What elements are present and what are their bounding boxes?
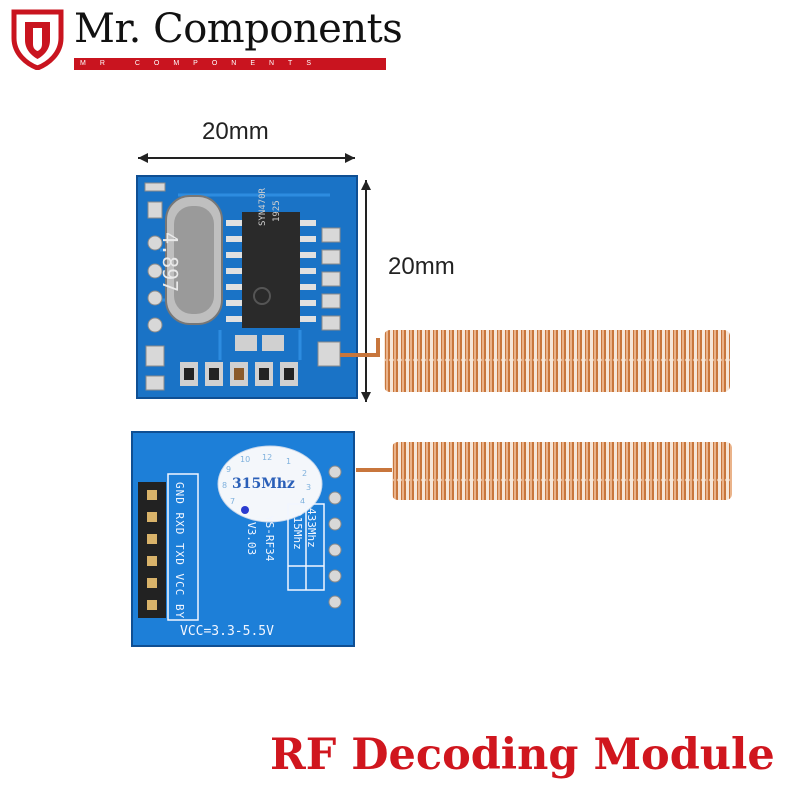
brand-title: Mr. Components [74,6,403,52]
freq-433-label: 433Mhz [305,508,318,548]
version-label: V3.03 [245,522,258,556]
svg-text:8: 8 [222,481,227,490]
brand-logo-icon [11,9,64,70]
pin-labels: GND RXD TXD VCC BY [173,482,186,620]
width-dimension-label: 20mm [202,118,269,145]
vcc-label: VCC=3.3-5.5V [180,624,274,639]
crystal-frequency-label: 315Mhz [232,476,295,492]
chip-code-marking: 1925 [272,200,282,222]
model-label: YS-RF34 [263,515,276,562]
svg-text:7: 7 [230,497,235,506]
svg-text:1: 1 [286,457,291,466]
product-caption: RF Decoding Module [270,730,775,780]
front-spring-antenna [340,330,730,392]
width-dimension-arrow [138,153,355,163]
freq-315-label: 315Mhz [291,510,304,550]
svg-text:10: 10 [240,455,250,464]
svg-text:9: 9 [226,465,231,474]
svg-text:3: 3 [306,483,311,492]
chip-part-marking: SYN470R [258,188,268,226]
height-dimension-arrow [361,180,371,402]
height-dimension-label: 20mm [388,253,455,280]
front-pcb-board [136,175,358,399]
crystal-marking: 4.897 [158,232,182,293]
svg-text:2: 2 [302,469,307,478]
brand-tagline: MR COMPONENTS [74,58,386,70]
svg-text:4: 4 [300,497,305,506]
back-spring-antenna [356,442,732,500]
svg-text:12: 12 [262,453,272,462]
